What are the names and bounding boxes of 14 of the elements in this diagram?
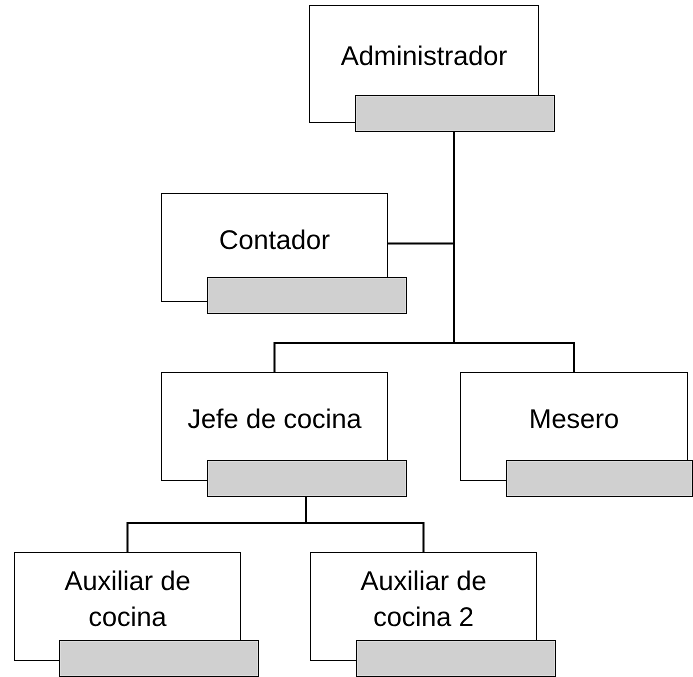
position-box xyxy=(460,372,693,497)
position-title: Auxiliar de cocina 2 xyxy=(359,565,488,634)
position-title: Administrador xyxy=(340,40,508,74)
position-title: Mesero xyxy=(528,402,620,436)
position-box xyxy=(309,5,555,132)
position-box xyxy=(14,552,259,677)
position-box xyxy=(161,193,407,314)
position-title: Contador xyxy=(218,224,330,257)
connector-line xyxy=(305,497,424,552)
position-title: Auxiliar de cocina xyxy=(63,565,192,634)
position-box xyxy=(310,552,556,677)
position-box xyxy=(161,372,407,497)
connector-line xyxy=(453,132,575,372)
position-title: Jefe de cocina xyxy=(187,402,362,436)
